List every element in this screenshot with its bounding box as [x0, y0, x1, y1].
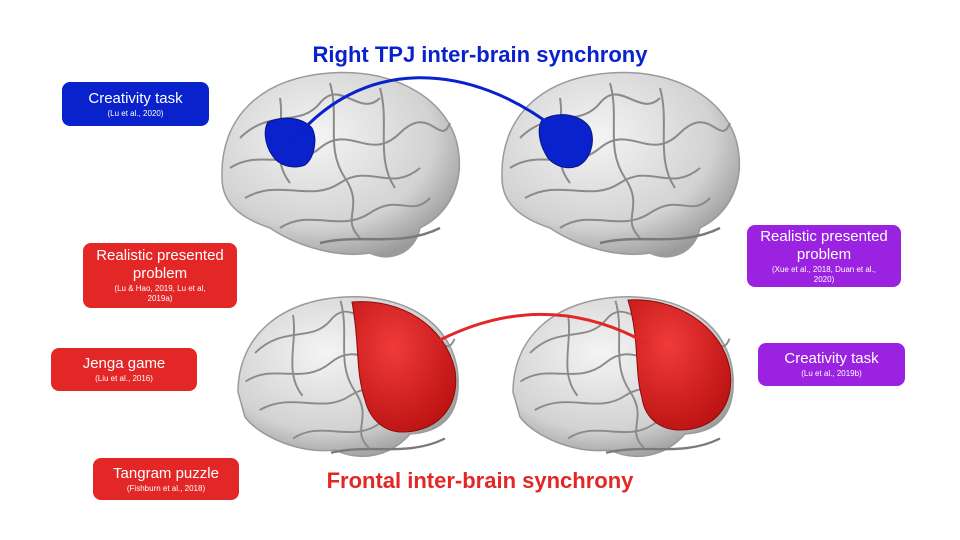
label-tangram-puzzle: Tangram puzzle (Fishburn et al., 2018)	[93, 458, 239, 500]
label-ref: (Liu et al., 2016)	[95, 374, 153, 383]
label-main: Jenga game	[82, 355, 166, 372]
label-main: Realistic presented problem	[760, 227, 888, 263]
label-main: Creativity task	[784, 350, 879, 367]
label-ref: (Lu et al., 2019b)	[801, 369, 862, 378]
label-realistic-problem-right: Realistic presented problem (Xue et al.,…	[747, 225, 901, 287]
connection-frontal	[439, 312, 651, 347]
connection-tpj	[288, 76, 561, 146]
title-frontal: Frontal inter-brain synchrony	[326, 468, 634, 493]
label-main: Tangram puzzle	[113, 464, 219, 482]
brain-top-right	[501, 71, 741, 258]
label-realistic-problem-left: Realistic presented problem (Lu & Hao, 2…	[83, 243, 237, 308]
label-main: Realistic presented problem	[96, 247, 224, 282]
label-ref: (Lu et al., 2020)	[107, 108, 164, 118]
label-creativity-task-right: Creativity task (Lu et al., 2019b)	[758, 343, 905, 386]
frontal-region-bottom-right	[627, 299, 732, 431]
label-creativity-task-left: Creativity task (Lu et al., 2020)	[62, 82, 209, 126]
label-ref: (Lu & Hao, 2019, Lu et al, 2019a)	[114, 284, 206, 303]
title-tpj: Right TPJ inter-brain synchrony	[312, 42, 648, 67]
frontal-region-bottom-left	[351, 301, 457, 433]
label-main: Creativity task	[88, 89, 183, 107]
label-ref: (Fishburn et al., 2018)	[126, 483, 206, 493]
label-jenga-game: Jenga game (Liu et al., 2016)	[51, 348, 197, 391]
label-ref: (Xue et al., 2018, Duan et al., 2020)	[771, 264, 877, 284]
